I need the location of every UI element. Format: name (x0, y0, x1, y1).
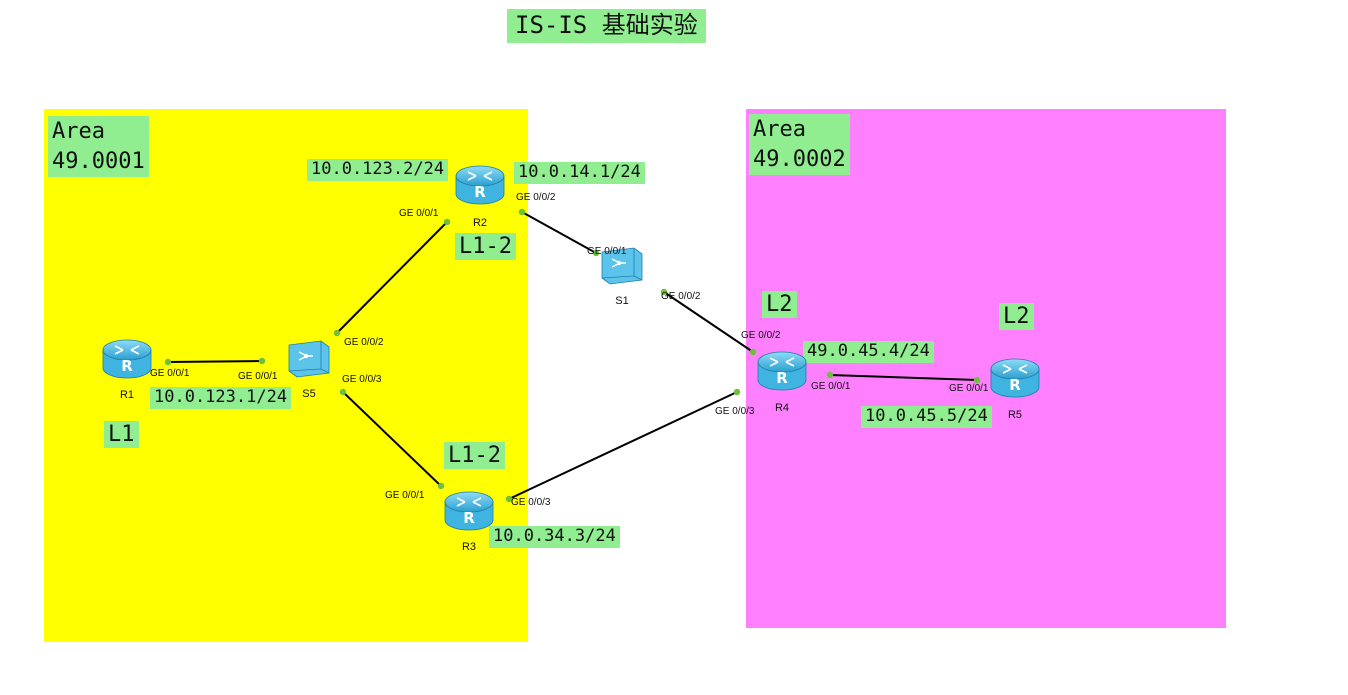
r2-router-top (455, 165, 505, 187)
r5-router-icon: R (990, 358, 1040, 398)
r1-ip-label: 10.0.123.1/24 (150, 387, 292, 409)
r3-level-label: L1-2 (444, 442, 505, 470)
devices-layer: R R R R R (102, 165, 1040, 531)
s1-switch-edges (601, 248, 643, 281)
s1-port-g1: GE 0/0/1 (587, 246, 627, 257)
r5-router-arrows (1002, 364, 1028, 374)
r4-port-g1: GE 0/0/1 (811, 381, 851, 392)
r4-router-icon: R (757, 351, 807, 391)
s5-port-g1: GE 0/0/1 (238, 371, 278, 382)
port-dot-r4-r5-a (826, 371, 834, 379)
r1-router-arrows (114, 345, 140, 355)
port-dot-s5-r2-a (333, 329, 341, 337)
s5-port-g3: GE 0/0/3 (342, 374, 382, 385)
link-r4-r5 (829, 374, 978, 381)
r3-router-arrows (456, 497, 482, 507)
r5-router-glyph: R (1009, 376, 1021, 394)
r1-port-g1: GE 0/0/1 (150, 368, 190, 379)
area-1-label-line2: 49.0001 (52, 148, 145, 174)
r2-port-g1: GE 0/0/1 (399, 208, 439, 219)
r4-ip-label: 49.0.45.4/24 (803, 341, 934, 363)
r3-port-g1: GE 0/0/1 (385, 490, 425, 501)
r4-name: R4 (775, 402, 789, 414)
link-r3-r4 (508, 391, 738, 500)
s1-switch-icon (601, 247, 643, 285)
s5-switch-edges (288, 341, 330, 374)
area-2-label-line2: 49.0002 (753, 146, 846, 172)
r2-name: R2 (473, 217, 487, 229)
r2-router-icon: R (455, 165, 505, 205)
r5-ip-label: 10.0.45.5/24 (861, 406, 992, 428)
link-r1-s5 (167, 360, 263, 363)
s1-switch-hub (616, 260, 622, 266)
r4-port-g2: GE 0/0/2 (741, 330, 781, 341)
r2-port-g2: GE 0/0/2 (516, 192, 556, 203)
link-s1-r4 (663, 291, 754, 353)
r5-name: R5 (1008, 409, 1022, 421)
r2-level-label: L1-2 (455, 233, 516, 261)
area-1-label-line1: Area (52, 119, 105, 144)
port-dot-r2-s1-b (592, 249, 600, 257)
device-names-layer: R1 R2 R3 R4 R5 S1 S5 (120, 217, 1022, 553)
r5-router-top (990, 358, 1040, 380)
port-dot-r1-s5-a (164, 358, 172, 366)
r3-router-top (444, 491, 494, 513)
area-2-label-line1: Area (753, 117, 806, 142)
link-s5-r3 (342, 391, 442, 487)
s5-switch-hub (303, 353, 309, 359)
r1-level-label: L1 (104, 421, 139, 449)
s1-name: S1 (615, 295, 628, 307)
r4-level-label: L2 (762, 291, 797, 319)
port-dots-layer (164, 208, 981, 503)
port-dot-r2-s1-a (518, 208, 526, 216)
port-dot-r1-s5-b (258, 357, 266, 365)
s1-port-g2: GE 0/0/2 (661, 291, 701, 302)
r3-router-glyph: R (463, 509, 475, 527)
r1-router-icon: R (102, 339, 152, 379)
port-labels-layer: GE 0/0/1 GE 0/0/1 GE 0/0/2 GE 0/0/3 GE 0… (150, 192, 989, 508)
area-2-label: Area 49.0002 (749, 114, 850, 176)
area-1-label: Area 49.0001 (48, 116, 149, 178)
links-layer (167, 211, 978, 500)
port-dot-s5-r2-b (443, 218, 451, 226)
s5-port-g2: GE 0/0/2 (344, 337, 384, 348)
s5-name: S5 (302, 388, 315, 400)
r2-g2-ip-label: 10.0.14.1/24 (514, 162, 645, 184)
link-r2-s1 (521, 211, 597, 254)
port-dot-r3-r4-a (505, 495, 513, 503)
r2-router-glyph: R (474, 183, 486, 201)
link-s5-r2 (336, 221, 448, 334)
r3-name: R3 (462, 541, 476, 553)
port-dot-r3-r4-b (733, 388, 741, 396)
r2-router-arrows (467, 171, 493, 181)
diagram-title: IS-IS 基础实验 (507, 9, 706, 43)
r4-router-top (757, 351, 807, 373)
r2-g1-ip-label: 10.0.123.2/24 (307, 159, 449, 181)
r5-level-label: L2 (999, 303, 1034, 331)
r3-ip-label: 10.0.34.3/24 (489, 526, 620, 548)
r1-name: R1 (120, 389, 134, 401)
s5-switch-body (288, 340, 330, 378)
r4-router-glyph: R (776, 369, 788, 387)
area-49-0002 (746, 109, 1226, 628)
s5-switch-icon (288, 340, 330, 378)
r3-router-icon: R (444, 491, 494, 531)
r3-port-g3: GE 0/0/3 (511, 497, 551, 508)
r5-port-g1: GE 0/0/1 (949, 383, 989, 394)
r4-port-g3: GE 0/0/3 (715, 406, 755, 417)
r1-router-top (102, 339, 152, 361)
r4-router-arrows (769, 357, 795, 367)
port-dot-s5-r3-b (437, 482, 445, 490)
port-dot-s1-r4-a (660, 288, 668, 296)
port-dot-r4-r5-b (973, 376, 981, 384)
port-dot-s5-r3-a (339, 388, 347, 396)
r1-router-glyph: R (121, 357, 133, 375)
port-dot-s1-r4-b (749, 348, 757, 356)
